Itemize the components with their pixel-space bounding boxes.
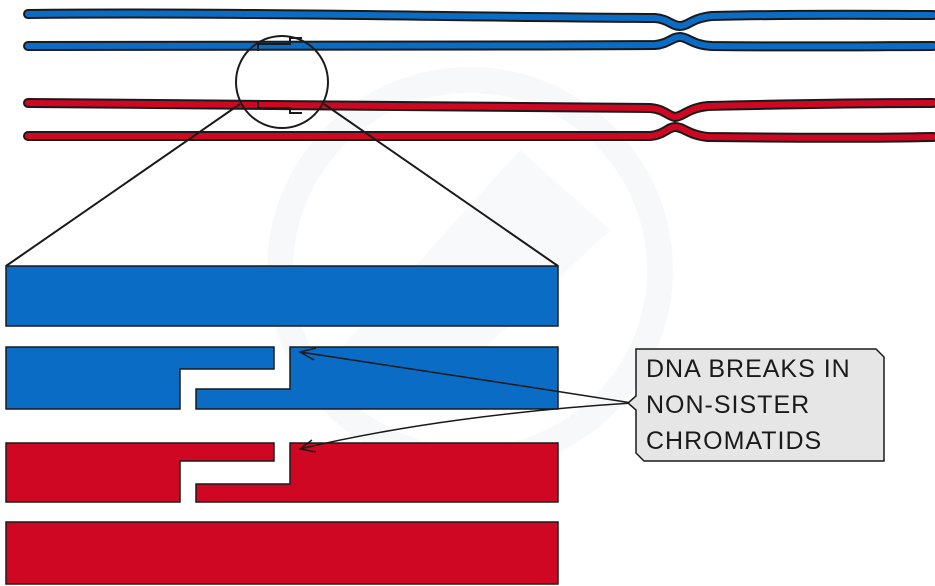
blue-chromosome (23, 8, 935, 52)
callout-line-2: NON-SISTER (646, 391, 810, 419)
enlarged-red-chromatid-broken-right (195, 442, 559, 503)
magnifier-circle-icon (235, 35, 329, 129)
arrow-to-blue-break (299, 351, 633, 404)
enlarged-red-chromatid-intact (5, 521, 559, 585)
small-break-mark-red (257, 102, 302, 114)
callout-line-3: CHROMATIDS (646, 427, 822, 455)
enlarged-red-chromatid-broken-left (5, 442, 275, 503)
red-chromosome (23, 98, 935, 143)
zoom-line-left (5, 103, 241, 267)
callout-label: DNA BREAKS IN NON-SISTER CHROMATIDS (626, 348, 885, 462)
arrowhead-blue-break (298, 347, 317, 361)
zoom-line-right (323, 103, 559, 267)
enlarged-blue-chromatid-broken-left (5, 346, 275, 410)
arrow-to-red-break (299, 402, 633, 450)
enlarged-view (5, 265, 559, 585)
callout-line-1: DNA BREAKS IN (646, 355, 851, 383)
enlarged-blue-chromatid-intact (5, 265, 559, 327)
arrowhead-red-break (298, 439, 317, 453)
callout-tag (626, 348, 885, 462)
enlarged-blue-chromatid-broken-right (195, 346, 559, 410)
